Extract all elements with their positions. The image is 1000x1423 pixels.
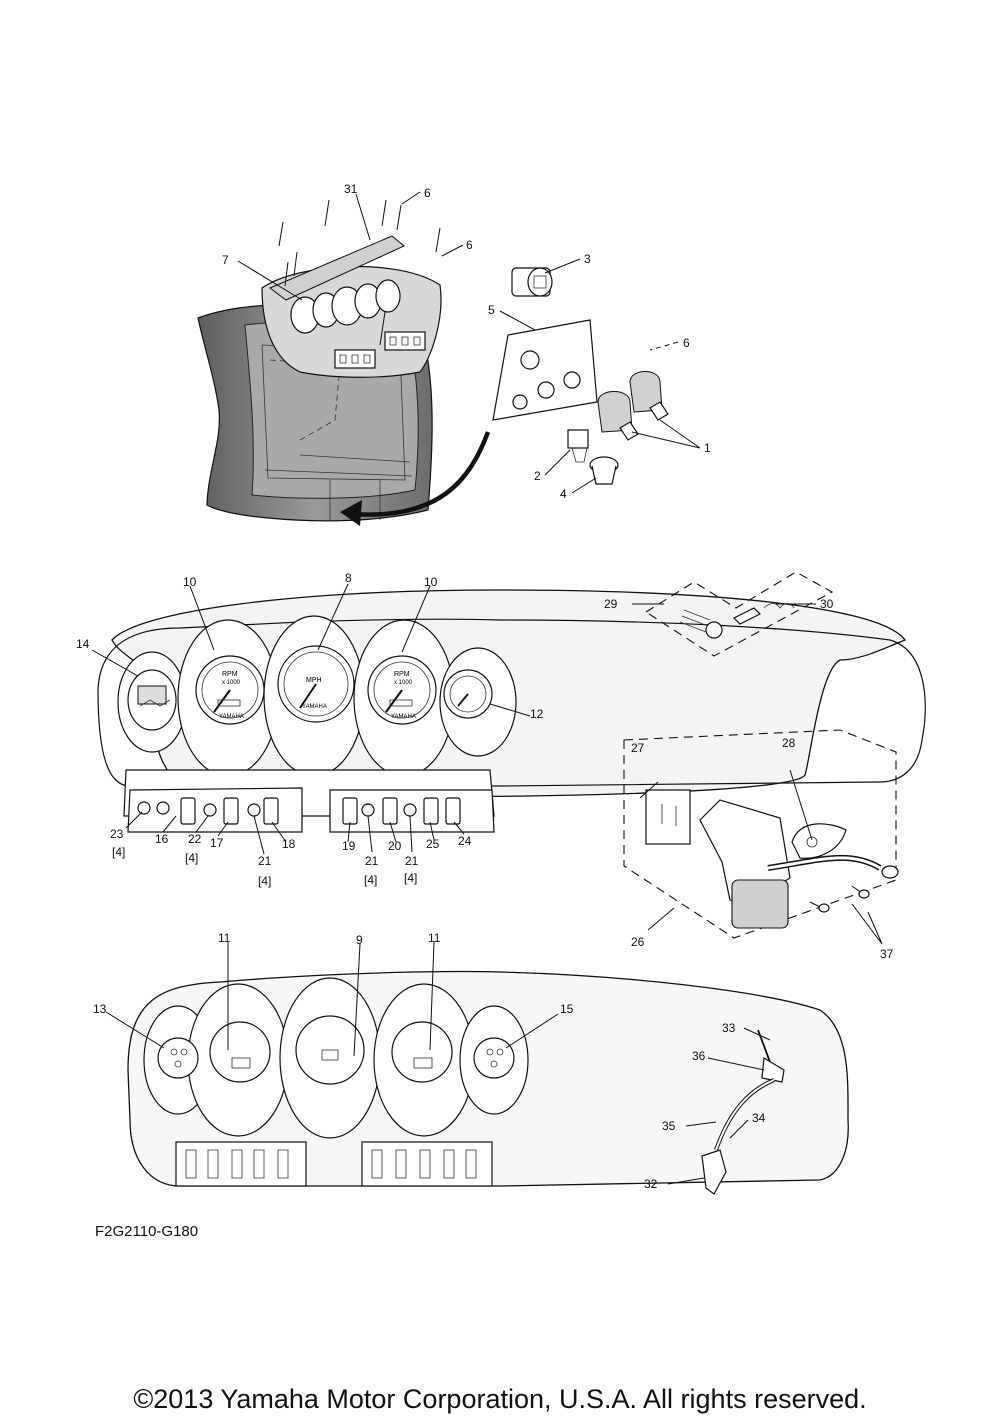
cover-strip-31 [269, 235, 405, 301]
screws-6 [278, 199, 441, 346]
top-leader-lines [237, 191, 701, 494]
switch-plate-5 [492, 319, 598, 421]
callout-3: 3 [584, 252, 591, 266]
bottom-leader-lines [105, 941, 559, 1057]
callout-26: 26 [631, 935, 645, 949]
callout-32: 32 [644, 1177, 658, 1191]
quantity-22: [4] [185, 851, 198, 865]
dash-panel-top [261, 266, 442, 378]
callout-21-b: 21 [365, 854, 379, 868]
callout-37: 37 [880, 947, 894, 961]
callout-28: 28 [782, 736, 796, 750]
tach-brand-right: YAMAHA [391, 714, 416, 720]
copyright-notice: ©2013 Yamaha Motor Corporation, U.S.A. A… [133, 1384, 866, 1414]
callout-7: 7 [222, 253, 229, 267]
callout-29: 29 [604, 597, 618, 611]
callout-15: 15 [560, 1002, 574, 1016]
callout-5: 5 [488, 303, 495, 317]
rocker-switches-1 [597, 371, 669, 441]
callout-16: 16 [155, 832, 169, 846]
callout-20: 20 [388, 839, 402, 853]
callout-6-b: 6 [466, 238, 473, 252]
callout-21-a: 21 [258, 854, 272, 868]
quantity-21-b: [4] [364, 873, 377, 887]
quantity-21-c: [4] [404, 871, 417, 885]
callout-2: 2 [534, 469, 541, 483]
callout-1: 1 [704, 441, 711, 455]
lanyard-kit [667, 1027, 785, 1195]
callout-12: 12 [530, 707, 544, 721]
callout-11-b: 11 [428, 931, 441, 945]
callout-17: 17 [210, 836, 224, 850]
callouts: 1 2 3 4 5 6 6 6 7 8 9 10 10 11 11 12 13 … [76, 182, 894, 1191]
callout-10-b: 10 [424, 575, 438, 589]
install-arrow [340, 431, 491, 526]
quantity-23: [4] [112, 845, 125, 859]
tach-brand-left: YAMAHA [219, 714, 244, 720]
lanyard-socket-4 [589, 456, 619, 485]
instrument-panel-front: RPM x 1000 YAMAHA MPH YAMAHA RPM x 1000 … [97, 589, 926, 833]
callout-21-c: 21 [405, 854, 419, 868]
callout-6-c: 6 [683, 336, 690, 350]
callout-14: 14 [76, 637, 90, 651]
callout-30: 30 [820, 597, 834, 611]
tach-x1000-label-left: x 1000 [222, 680, 241, 686]
callout-31: 31 [344, 182, 358, 196]
quantity-21-a: [4] [258, 874, 271, 888]
callout-23: 23 [110, 827, 124, 841]
callout-10-a: 10 [183, 575, 197, 589]
callout-8: 8 [345, 571, 352, 585]
figure-code: F2G2110-G180 [95, 1223, 198, 1240]
instrument-panel-rear [127, 970, 849, 1187]
callout-4: 4 [560, 487, 567, 501]
toggle-switch-2 [567, 429, 589, 463]
sensor-kit-26 [623, 729, 899, 945]
tach-rpm-label-left: RPM [222, 671, 238, 678]
callout-6-a: 6 [424, 186, 431, 200]
callout-27: 27 [631, 741, 645, 755]
callout-34: 34 [752, 1111, 766, 1125]
callout-33: 33 [722, 1021, 736, 1035]
callout-19: 19 [342, 839, 356, 853]
middle-leader-lines [91, 583, 531, 855]
ignition-switch-3 [511, 267, 553, 297]
callout-25: 25 [426, 837, 440, 851]
callout-35: 35 [662, 1119, 676, 1133]
switch-kit-29 [632, 571, 834, 657]
speedo-brand: YAMAHA [302, 704, 327, 710]
callout-9: 9 [356, 933, 363, 947]
callout-11-a: 11 [218, 931, 231, 945]
speedo-mph-label: MPH [306, 677, 322, 684]
tach-x1000-label-right: x 1000 [394, 680, 413, 686]
callout-13: 13 [93, 1002, 107, 1016]
callout-24: 24 [458, 834, 472, 848]
tach-rpm-label-right: RPM [394, 671, 410, 678]
callout-22: 22 [188, 832, 202, 846]
callout-18: 18 [282, 837, 296, 851]
callout-36: 36 [692, 1049, 706, 1063]
